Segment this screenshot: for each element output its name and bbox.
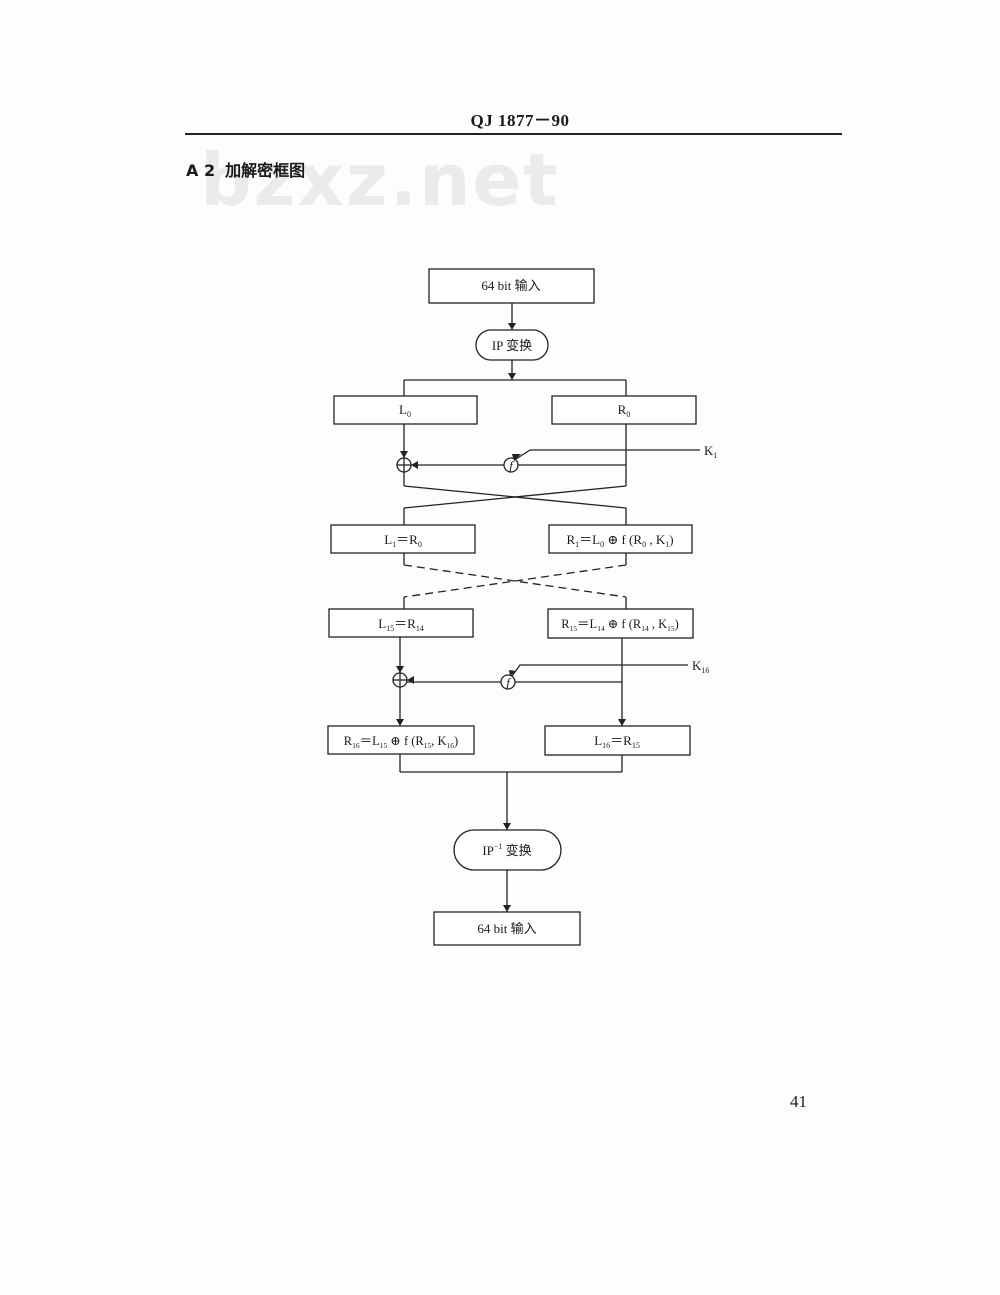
r15-box [547,608,694,639]
arrow-down-xor-1 [400,451,408,458]
output-box [433,911,581,946]
l16-box [544,725,691,756]
k1-label: K1 [704,443,717,460]
header-rule [185,133,842,135]
arrow-k1 [512,454,521,461]
section-number: A 2 [186,161,216,180]
watermark: bzxz.net [200,138,560,222]
r16-label: R16＝L15 ⊕ f (R15, K16) [344,734,458,750]
arrow-down-output [503,905,511,912]
section-title-text: 加解密框图 [225,161,306,180]
section-title: A 2 加解密框图 [186,157,305,181]
f-function-16 [500,674,516,690]
l1-label: L1＝R0 [384,532,422,549]
arrow-k16 [509,670,516,676]
f-label-16: f [506,675,512,690]
f-label-1: f [509,458,515,473]
l0-label: L0 [399,402,411,419]
r1-box [548,524,693,554]
arrow-down-merge [503,823,511,830]
r1-label: R1＝L0 ⊕ f (R0 , K1) [566,532,673,549]
l15-box [328,608,474,638]
ip-transform-label: IP 变换 [492,338,532,353]
l1-box [330,524,476,554]
output-label: 64 bit 输入 [477,921,536,936]
r16-box [327,725,475,755]
r0-label: R0 [618,402,631,419]
k16-label: K16 [692,658,709,675]
input-label: 64 bit 输入 [481,278,540,293]
f-function-1 [503,457,519,473]
arrow-down-1 [508,323,516,330]
l15-label: L15＝R14 [378,616,424,633]
l0-box [333,395,478,425]
arrow-left-xor-1 [411,461,418,469]
ip-inverse-label: IP−1 变换 [482,842,531,858]
page-number: 41 [790,1092,807,1111]
l16-label: L16＝R15 [594,733,640,750]
standard-code: QJ 1877－90 [470,111,570,130]
arrow-down-xor-16 [396,666,404,673]
arrow-down-2 [508,373,516,380]
arrow-left-xor-16 [407,676,414,684]
r0-box [551,395,697,425]
r15-label: R15＝L14 ⊕ f (R14 , K15) [561,617,679,633]
arrow-down-l16 [618,719,626,726]
arrow-down-r16 [396,719,404,726]
